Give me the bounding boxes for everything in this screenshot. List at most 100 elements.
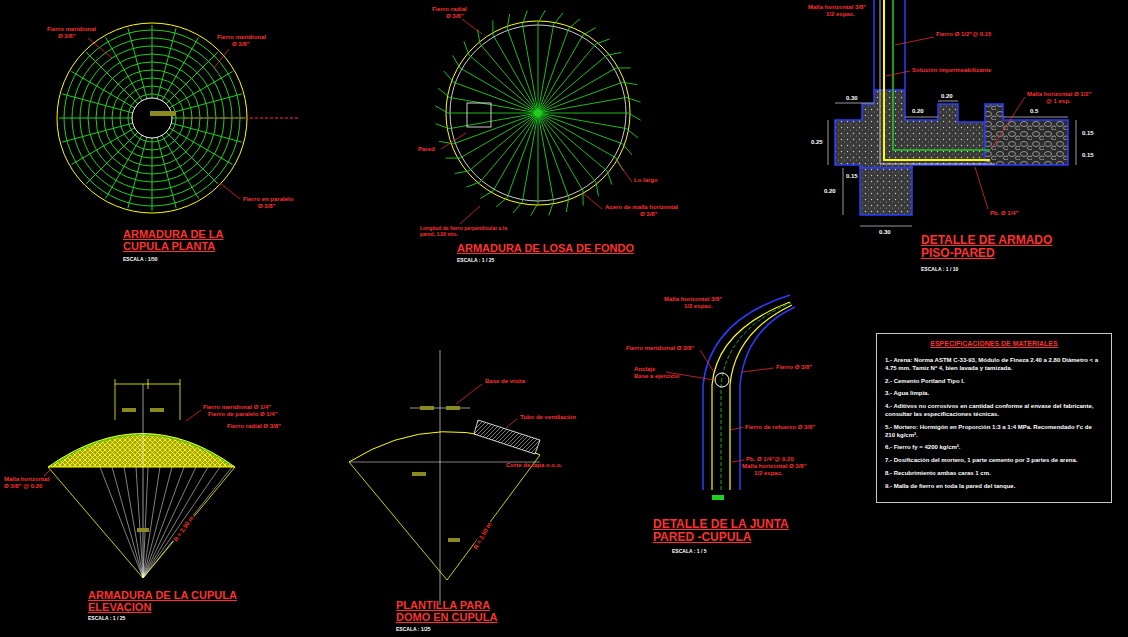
leader-line <box>895 37 934 45</box>
annotation-label: Malla horizontal <box>4 476 49 483</box>
rebar-hook <box>623 144 633 155</box>
rebar-l <box>884 0 990 160</box>
meridian-rebar <box>166 132 218 184</box>
annotation-label: Pared <box>418 146 435 153</box>
annotation-label: R = 2.50 m <box>472 520 494 551</box>
annotation-label: 0.30 <box>846 95 858 102</box>
spec-item: 3.- Agua limpia. <box>885 390 1103 398</box>
radial-rebar <box>449 114 534 129</box>
annotation-label: 0.30 <box>879 229 891 236</box>
meridian-rebar <box>62 94 133 113</box>
rebar-hook <box>549 202 554 216</box>
radial-line <box>143 467 220 578</box>
leader-line <box>441 133 466 149</box>
rebar-hook <box>627 129 638 138</box>
annotation-label: Ø 3/8" <box>446 13 464 20</box>
dimension-line <box>410 408 470 409</box>
meridian-rebar <box>162 135 199 198</box>
rebar-hook <box>607 52 621 55</box>
spec-item: 2.- Cemento Portland Tipo I. <box>885 378 1103 386</box>
annotation-label: 0.25 <box>811 139 823 146</box>
radial-rebar <box>460 115 534 158</box>
annotation-label: Ø 3/8" <box>258 203 276 210</box>
annotation-label: Fierro de refuerzo Ø 3/8" <box>745 424 815 431</box>
radial-rebar <box>540 116 583 190</box>
leader-line <box>44 470 50 476</box>
rebar-hook <box>438 88 449 97</box>
annotation-label: Fierro meridional <box>47 26 96 33</box>
meridian-rebar <box>106 135 143 198</box>
rebar-hook <box>466 182 480 187</box>
meridian-rebar <box>128 137 147 208</box>
radial-line <box>124 467 143 578</box>
radial-rebar <box>522 24 537 109</box>
meridian-rebar <box>162 37 199 100</box>
leader-line <box>731 427 743 430</box>
leader-line <box>886 71 910 76</box>
annotation-label: Fierro radial Ø 3/8" <box>227 423 281 430</box>
dome-rebar <box>52 435 231 466</box>
axis-line <box>440 350 441 605</box>
annotation-label: Base a ejercicio <box>634 373 679 380</box>
annotation-label: Fierro radial <box>432 6 467 13</box>
opening-box <box>467 103 491 127</box>
leader-line <box>462 19 482 34</box>
annotation-label: 0.20 <box>912 108 924 115</box>
dome-edge <box>57 23 247 213</box>
spec-item: 9.- Malla de fierro en toda la pared del… <box>885 483 1103 491</box>
leader-line <box>732 460 744 462</box>
leader-line <box>700 350 714 372</box>
radial-rebar <box>541 44 596 110</box>
annotation-label: 1/2 espac. <box>826 11 855 18</box>
annotation-label: Malla horizontal 3/8" <box>664 296 722 303</box>
waterproofing <box>880 0 995 164</box>
meridian-rebar <box>172 118 245 119</box>
radial-rebar <box>538 117 539 203</box>
annotation-label: R = 2.50 m <box>172 514 196 544</box>
annotation-label: 1/2 espac. <box>684 303 713 310</box>
spec-item: 6.- Fierro fy = 4200 kg/cm². <box>885 444 1103 452</box>
annotation-label: Pb. Ø 1/4" <box>990 210 1019 217</box>
rebar-hook <box>627 97 641 102</box>
rebar-hook <box>569 19 580 29</box>
rebar-hook <box>607 171 612 185</box>
rebar-hook <box>436 124 450 129</box>
rebar-hook <box>444 71 454 82</box>
dome-cap <box>48 434 235 468</box>
radial-rebar <box>542 97 627 112</box>
annotation-label: @ 1 esp. <box>1046 98 1071 105</box>
leader-line <box>460 206 480 224</box>
meridian-rebar <box>157 137 176 208</box>
gravel-base <box>985 104 1068 165</box>
rebar-hook <box>596 182 599 196</box>
meridian-rebar <box>62 123 133 142</box>
radial-rebar <box>539 117 554 202</box>
rebar-hook <box>480 191 493 198</box>
rebar-hook <box>554 13 563 24</box>
annotation-label: ESCALA : 1/50 <box>123 257 158 263</box>
drawing-title: ARMADURA DE LA CUPULA ELEVACION <box>88 590 248 613</box>
slab-edge <box>446 21 630 205</box>
annotation-label: Lo largo <box>634 177 658 184</box>
meridian-rebar <box>71 72 134 109</box>
radial-rebar <box>542 113 628 114</box>
annotation-label: Malla horizontal Ø 1/2" <box>1027 91 1092 98</box>
drawing-title: DETALLE DE LA JUNTA PARED -CUPULA <box>653 518 793 543</box>
annotation-label: Base de visita <box>485 378 525 385</box>
radial-rebar <box>453 114 534 143</box>
section-line <box>185 118 300 119</box>
rebar-hook <box>496 198 507 208</box>
meridian-rebar <box>166 52 218 104</box>
annotation-label: Anclaje <box>634 366 655 373</box>
bar-mark <box>150 111 176 116</box>
drawing-title: ARMADURA DE LOSA DE FONDO <box>457 243 634 255</box>
rebar-hook <box>455 171 469 174</box>
meridian-rebar <box>152 25 153 98</box>
box-heading: ESPECIFICACIONES DE MATERIALES <box>885 340 1103 347</box>
leader-line <box>186 410 201 421</box>
cone-line <box>48 467 143 578</box>
footing <box>860 168 912 215</box>
annotation-label: 0.15 <box>1082 130 1094 137</box>
annotation-label: ESCALA : 1 / 5 <box>672 549 707 555</box>
